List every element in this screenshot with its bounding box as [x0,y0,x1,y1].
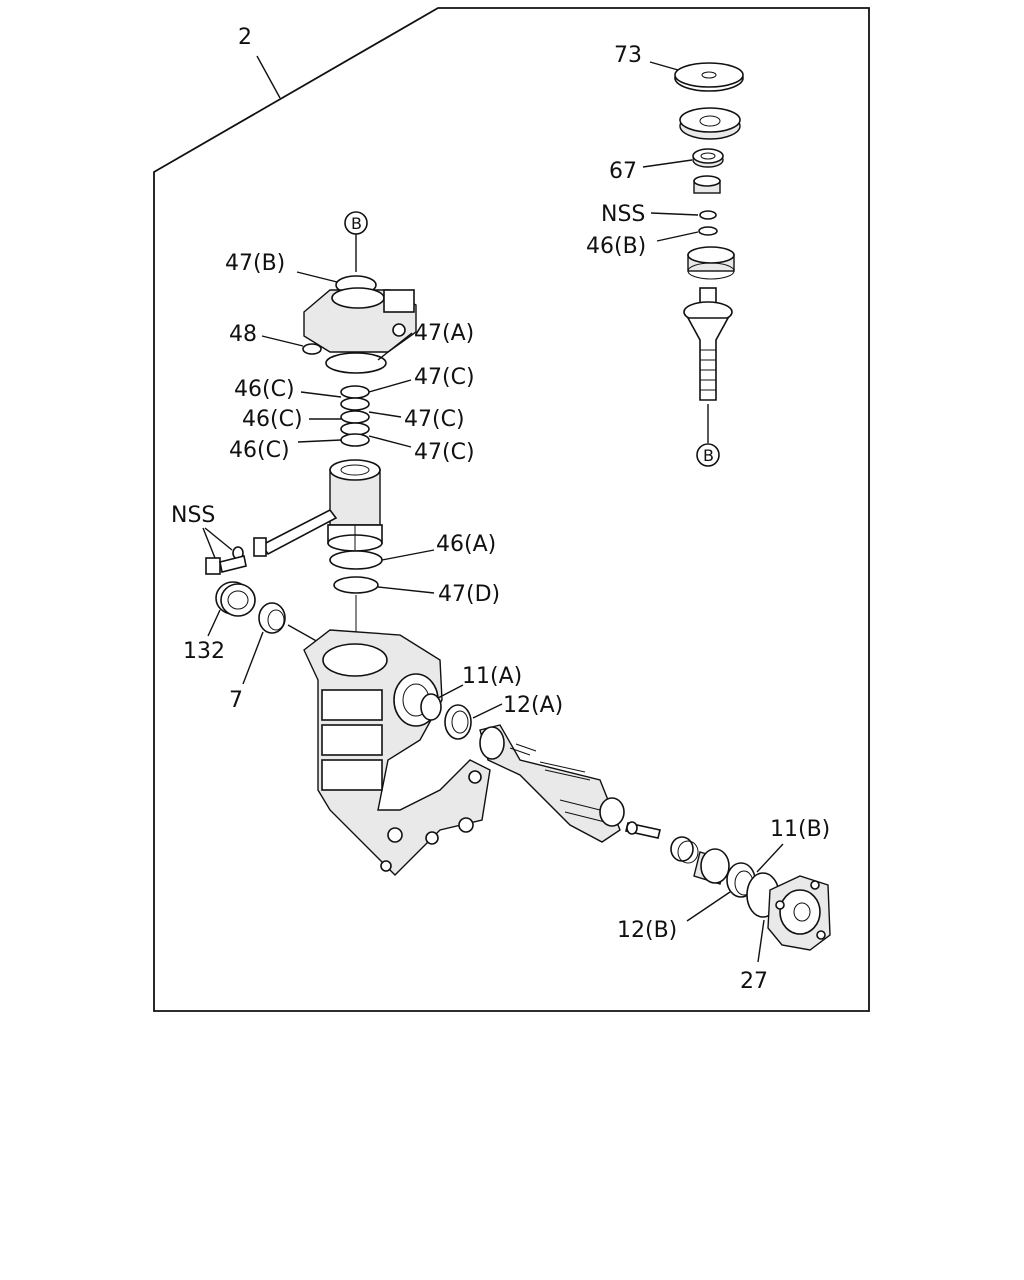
valve-body-part [303,287,417,353]
callout-b-right-circle [696,443,720,467]
label-46b: 46(B) [586,234,646,259]
seal-46a-part [329,550,383,570]
label-27: 27 [740,969,768,994]
plug-48-part [302,343,322,355]
pin-part [253,508,338,557]
leader-7-housing [287,624,321,644]
seal-7-part [258,602,286,634]
label-47b: 47(B) [225,251,285,276]
leader-12b [686,891,731,922]
bushing-part [693,175,721,194]
label-47c-1: 47(C) [414,365,475,390]
needle-bearing-part [687,246,735,280]
leader-47b [296,271,338,283]
side-cover-part [767,875,831,951]
leader-47c-1 [368,379,412,393]
plate-73-part [674,62,744,92]
spool-seal-stack [340,385,370,447]
label-assembly-2: 2 [238,25,252,50]
leader-47a [377,332,413,361]
callout-b-upper: B [351,214,362,233]
label-46c-1: 46(C) [234,377,295,402]
label-11a: 11(A) [462,664,522,689]
leader-47c-3 [368,435,412,448]
control-valve-part [327,459,383,560]
ring-46b-part [698,226,718,236]
leader-73 [649,61,679,71]
label-nss-left: NSS [171,503,215,528]
label-67: 67 [609,159,637,184]
leader-132 [207,609,221,637]
leader-7 [242,631,264,685]
seal-12a-part [444,704,472,740]
leader-48 [261,335,304,347]
seal-132-part [215,581,256,617]
oring-47d-part [333,576,379,594]
valve-stem-part [683,287,733,401]
leader-46c-1 [300,391,342,398]
spring-part [670,836,699,864]
leader-nss-left-2 [204,527,233,551]
callout-b-right: B [703,446,714,465]
leader-46c-3 [297,439,342,443]
label-132: 132 [183,639,225,664]
sector-shaft-part [479,724,625,843]
label-12b: 12(B) [617,918,677,943]
label-nss-top: NSS [601,202,645,227]
bolt-part [205,555,247,575]
leader-11a [437,684,464,699]
leader-nss-left-1 [202,527,216,559]
leader-47c-2 [368,411,402,418]
leader-12a [472,703,503,719]
label-12a: 12(A) [503,693,563,718]
leader-47d [377,586,435,594]
roller-bearing-part [693,848,730,885]
leader-67 [642,159,693,168]
label-46c-3: 46(C) [229,438,290,463]
label-47c-3: 47(C) [414,440,475,465]
label-47a: 47(A) [414,321,474,346]
label-46a: 46(A) [436,532,496,557]
oring-47a-part [325,352,387,374]
leader-nss-top [650,212,699,216]
label-73: 73 [614,43,642,68]
flange-part [679,107,741,140]
ring-11a-part [420,693,442,721]
label-11b: 11(B) [770,817,830,842]
label-46c-2: 46(C) [242,407,303,432]
nss-top-ring [699,210,717,220]
adjust-screw-part [625,821,661,839]
leader-11b [756,843,784,873]
leader-27 [757,919,765,963]
bearing-67-part [692,148,724,168]
label-47c-2: 47(C) [404,407,465,432]
label-47d: 47(D) [438,582,500,607]
assembly-frame [153,7,870,1012]
label-7: 7 [229,688,243,713]
assembly-leader [256,55,281,99]
leader-46b [656,231,699,242]
leader-46a [381,549,435,561]
label-48: 48 [229,322,257,347]
